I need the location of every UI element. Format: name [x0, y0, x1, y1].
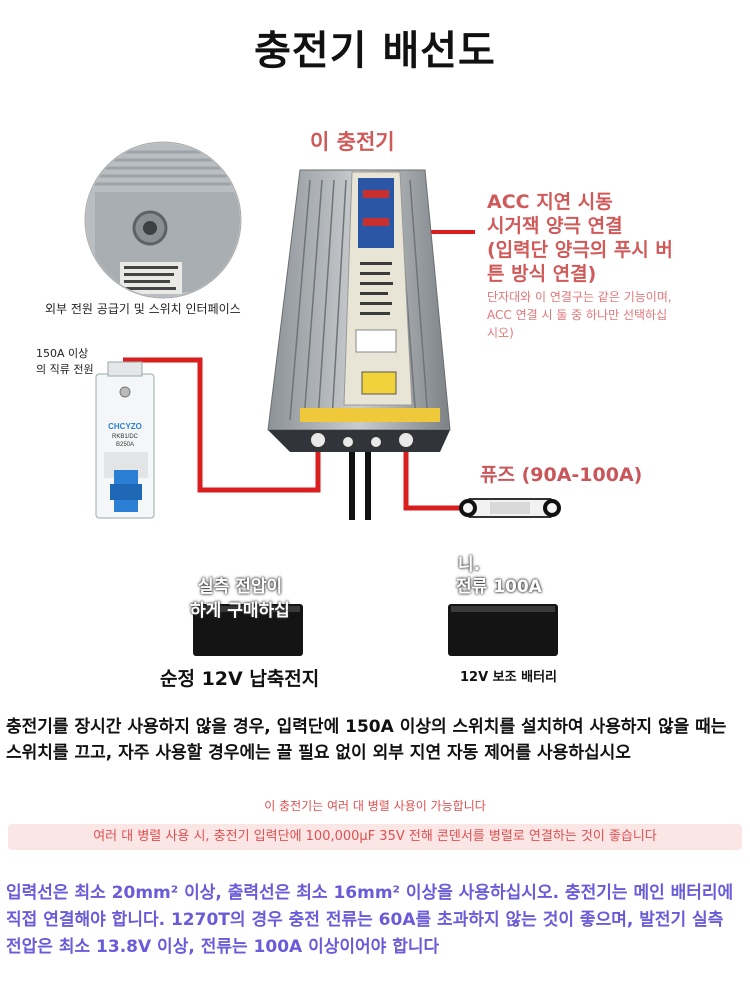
fuse-label: 퓨즈 (90A-100A): [480, 464, 643, 486]
acc-line: 시거잭 양극 연결: [487, 215, 623, 237]
acc-note-line: 단자대와 이 연결구는 같은 기능이며,: [487, 290, 672, 304]
interface-caption: 외부 전원 공급기 및 스위치 인터페이스: [45, 302, 241, 316]
output-terminals: [309, 431, 415, 449]
fuse: [459, 498, 561, 518]
acc-note-line: ACC 연결 시 둘 중 하나만 선택하십: [487, 308, 668, 322]
breaker-brand: CHCYZO: [108, 422, 142, 431]
main-battery-label: 순정 12V 납축전지: [160, 668, 320, 690]
breaker-caption-line: 150A 이상: [36, 347, 89, 360]
aux-battery: [448, 604, 558, 656]
aux-battery-label: 12V 보조 배터리: [460, 670, 558, 685]
acc-note-line: 시오): [487, 326, 514, 340]
switch-usage-note: 충전기를 장시간 사용하지 않을 경우, 입력단에 150A 이상의 스위치를 …: [6, 717, 727, 763]
breaker-caption: 150A 이상 의 직류 전원: [36, 346, 94, 378]
page-title: 충전기 배선도: [254, 28, 496, 74]
partial-text: 실측 전압이: [198, 577, 283, 597]
interface-inset-photo: [84, 141, 242, 299]
acc-annotation: ACC 지연 시동 시거잭 양극 연결 (입력단 양극의 푸시 버 튼 방식 연…: [487, 190, 673, 342]
wiring-diagram: CHCYZO RKB1/DC B250A: [84, 141, 561, 656]
acc-line: ACC 지연 시동: [487, 191, 613, 213]
dc-breaker: CHCYZO RKB1/DC B250A: [95, 361, 155, 519]
breaker-model: RKB1/DC: [112, 434, 139, 440]
charger-unit: [267, 169, 451, 452]
breaker-caption-line: 의 직류 전원: [36, 363, 94, 376]
partial-text: 하게 구매하십: [190, 601, 290, 621]
parallel-use-note: 이 충전기는 여러 대 병렬 사용이 가능합니다: [264, 799, 486, 813]
partial-text: 니.: [458, 555, 481, 575]
capacitor-note: 여러 대 병렬 사용 시, 충전기 입력단에 100,000µF 35V 전해 …: [8, 824, 742, 850]
main-lead-acid-battery: [193, 604, 303, 656]
acc-line: (입력단 양극의 푸시 버: [487, 239, 673, 261]
breaker-rating: B250A: [116, 442, 134, 448]
partial-text: 전류 100A: [456, 577, 542, 597]
wire-spec-note: 입력선은 최소 20mm² 이상, 출력선은 최소 16mm² 이상을 사용하십…: [6, 883, 734, 957]
acc-line: 튼 방식 연결): [487, 263, 597, 285]
charger-label: 이 충전기: [310, 130, 395, 154]
